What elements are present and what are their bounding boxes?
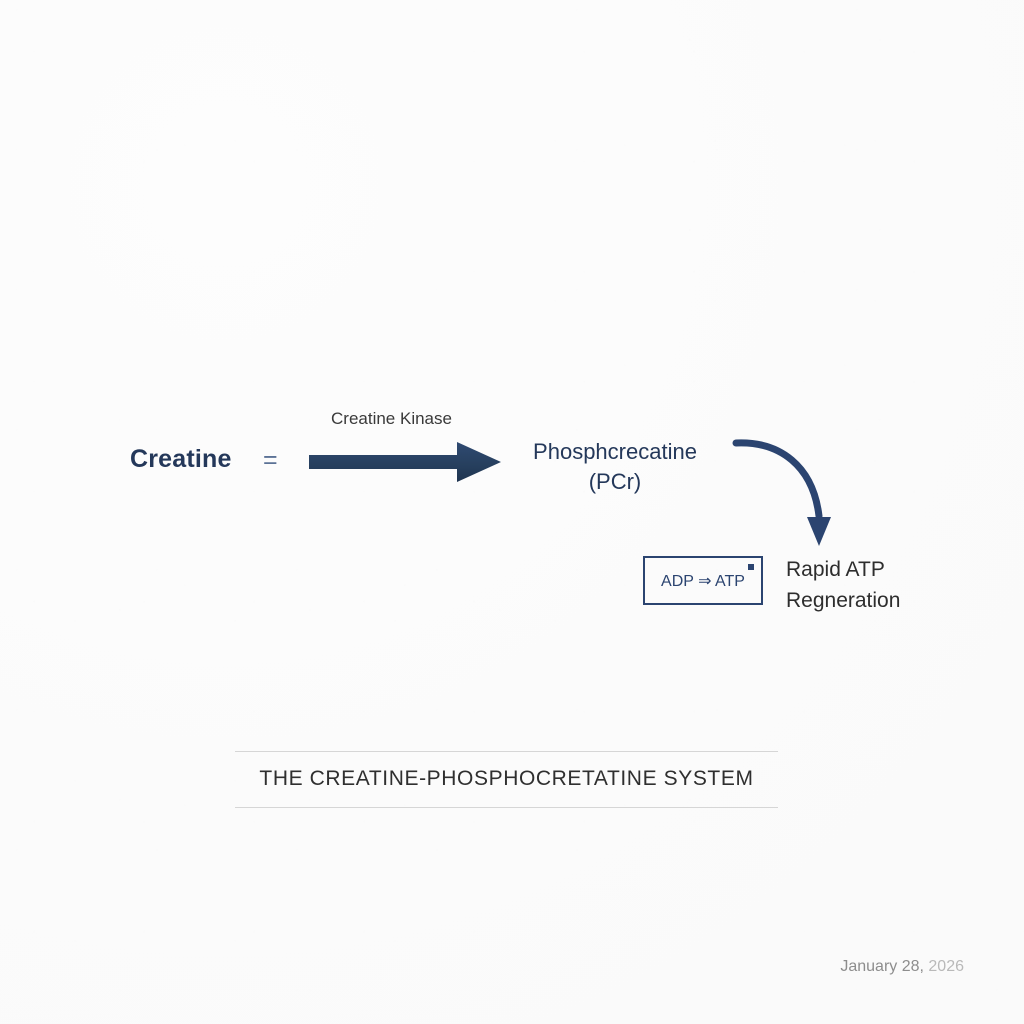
creatine-label: Creatine — [130, 445, 232, 473]
square-dot-icon — [748, 564, 754, 570]
page-title: THE CREATINE-PHOSPHOCRETATINE SYSTEM — [259, 767, 754, 790]
rapid-atp-regeneration-label: Rapid ATP Regneration — [786, 554, 900, 616]
equals-sign: = — [263, 446, 278, 474]
phosphocreatine-line2: (PCr) — [588, 469, 642, 494]
adp-atp-label: ADP ⇒ ATP — [661, 572, 745, 590]
creatine-kinase-label: Creatine Kinase — [331, 409, 452, 428]
regeneration-line2: Regneration — [786, 589, 901, 612]
regeneration-line1: Rapid ATP — [786, 558, 885, 581]
date-label: January 28, 2026 — [840, 958, 964, 976]
arrow-curve-down-right-icon — [732, 439, 831, 546]
phosphocreatine-label: Phosphcrecatine (PCr) — [495, 437, 735, 497]
date-month-day: January 28, — [840, 958, 924, 975]
divider-top — [235, 751, 778, 752]
footer-title-block: THE CREATINE-PHOSPHOCRETATINE SYSTEM — [235, 751, 778, 808]
date-year: 2026 — [928, 958, 964, 975]
arrow-right-icon — [309, 442, 501, 482]
divider-bottom — [235, 807, 778, 808]
phosphocreatine-line1: Phosphcrecatine — [533, 439, 697, 464]
adp-atp-box: ADP ⇒ ATP — [643, 556, 763, 605]
